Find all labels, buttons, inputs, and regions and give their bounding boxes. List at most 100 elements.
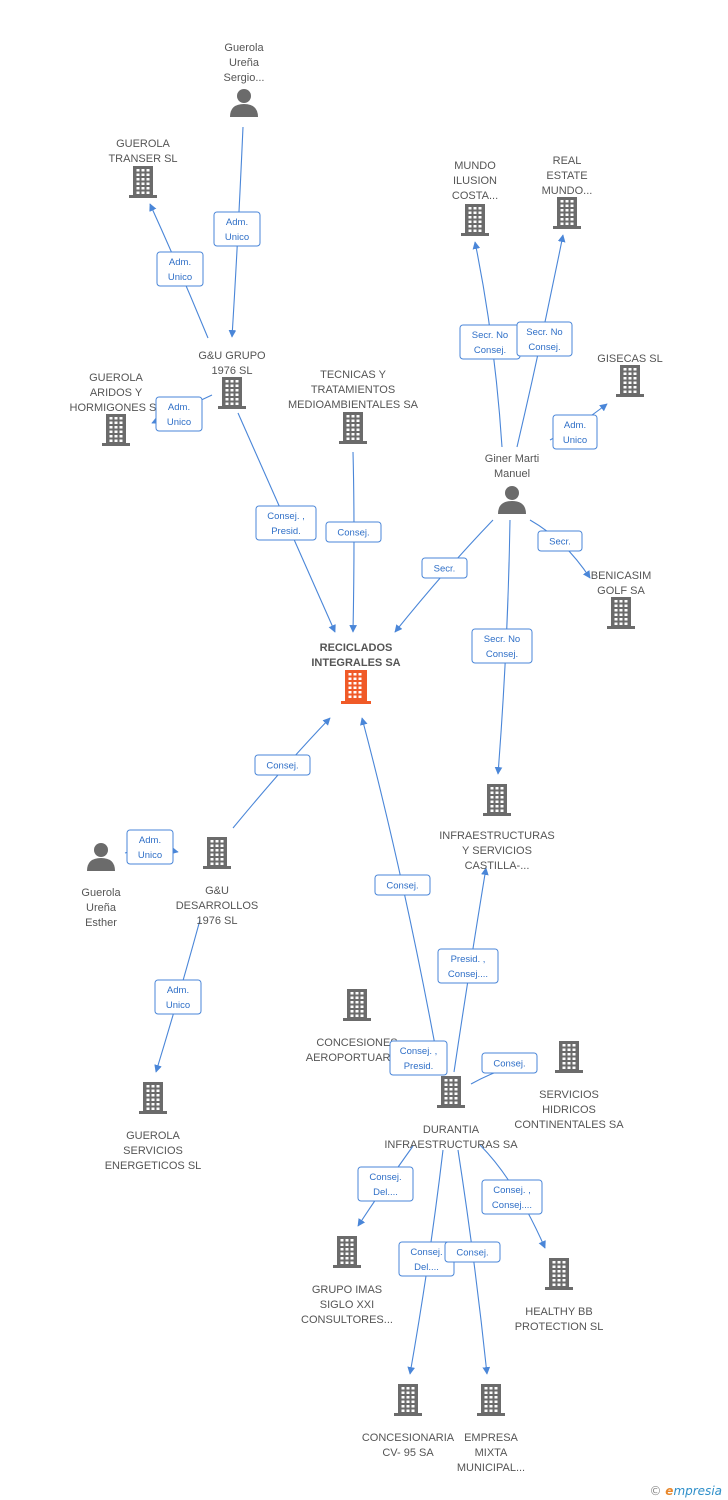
node-gisecas[interactable]: GISECAS SL [597,353,663,397]
node-label: Ureña [86,902,117,914]
edge-label-text: Consej. , [267,511,305,522]
edge-label-text: Consej. [369,1172,401,1183]
edge-label[interactable]: Adm.Unico [126,829,174,865]
edge-label-text: Unico [168,272,192,283]
edge-label-text: Unico [225,232,249,243]
node-label: GOLF SA [597,585,645,597]
edge-label-box [481,1179,543,1215]
edge-label[interactable]: Consej. [325,521,382,543]
node-label: HIDRICOS [542,1104,596,1116]
edge-label-box [471,628,533,664]
node-label: CONCESIONARIA [362,1432,455,1444]
edge-label-box [255,505,317,541]
building-icon [607,597,635,629]
node-benicasim[interactable]: BENICASIM GOLF SA [591,570,652,629]
node-label: ILUSION [453,175,497,187]
edge-label-text: Adm. [167,985,189,996]
edge-label-text: Adm. [564,420,586,431]
edge-label-text: Consej. [266,761,298,772]
edge-label[interactable]: Consej. ,Consej.... [481,1179,543,1215]
edge-label[interactable]: Secr. No Consej. [516,321,573,357]
edge-label-box [389,1040,448,1076]
building-icon [477,1384,505,1416]
node-label: CONTINENTALES SA [514,1119,624,1131]
edge-label[interactable]: Consej. [444,1241,501,1263]
node-label: RECICLADOS [320,642,393,654]
edge-label[interactable]: Consej. Del.... [357,1166,414,1202]
node-mundo-ilusion[interactable]: MUNDOILUSIONCOSTA... [452,160,498,236]
node-label: INFRAESTRUCTURAS SA [384,1139,518,1151]
building-icon [555,1041,583,1073]
edge-label-text: Secr. No [526,327,562,338]
node-label: SIGLO XXI [320,1299,374,1311]
edge-label[interactable]: Adm.Unico [154,979,202,1015]
edge-label-text: Consej. [528,342,560,353]
edge-label-text: Presid. , [451,954,486,965]
edge-label-text: Secr. [434,564,456,575]
edge-label-text: Presid. [404,1061,434,1072]
node-guerola-sergio[interactable]: GuerolaUreñaSergio... [224,42,265,117]
edge-label[interactable]: Consej. ,Presid. [255,505,317,541]
brand-logo-e: e [665,1484,674,1498]
edge-label[interactable]: Consej. , Presid. [389,1040,448,1076]
node-label: TECNICAS Y [320,369,386,381]
edge-label[interactable]: Adm.Unico [213,211,261,247]
edge-label[interactable]: Adm. Unico [552,414,598,450]
building-icon [545,1258,573,1290]
edge-label-text: Consej. , [400,1046,438,1057]
node-label: DURANTIA [423,1124,480,1136]
edge-label[interactable]: Adm.Unico [155,396,203,432]
edge-label[interactable]: Consej. [481,1052,538,1074]
building-icon [102,414,130,446]
edge-label-text: Unico [563,435,587,446]
edge-label[interactable]: Secr. [537,530,583,552]
node-label: Sergio... [224,72,265,84]
building-icon [394,1384,422,1416]
building-icon [616,365,644,397]
building-icon [139,1082,167,1114]
edge-label[interactable]: Presid. ,Consej.... [437,948,499,984]
edge-label-text: Adm. [168,402,190,413]
edge-label-text: Secr. [549,537,571,548]
edge-label[interactable]: Secr. [421,557,468,579]
node-label: SERVICIOS [539,1089,599,1101]
node-label: ENERGETICOS SL [105,1160,202,1172]
edge-label-text: Consej. [410,1247,442,1258]
node-servicios-hidricos[interactable]: SERVICIOS HIDRICOS CONTINENTALES SA [514,1041,624,1131]
node-real-estate[interactable]: REALESTATEMUNDO... [542,155,593,229]
node-label: Esther [85,917,117,929]
node-label: GRUPO IMAS [312,1284,382,1296]
edge-label[interactable]: Consej. [374,874,431,896]
node-label: Giner Marti [485,453,539,465]
node-label: BENICASIM [591,570,652,582]
node-empresa-mixta[interactable]: EMPRESAMIXTAMUNICIPAL... [457,1384,525,1474]
edge-label-box [437,948,499,984]
footer-brand[interactable]: © empresia [649,1484,722,1498]
node-durantia[interactable]: DURANTIA INFRAESTRUCTURAS SA [384,1076,518,1151]
edge-label-box [156,251,204,287]
node-concesionaria[interactable]: CONCESIONARIA CV- 95 SA [362,1384,455,1459]
edge-label[interactable]: Adm.Unico [156,251,204,287]
edge-label-text: Del.... [373,1187,398,1198]
edge-label[interactable]: Consej. [254,754,311,776]
edge-label-box [421,557,468,579]
node-label: INFRAESTRUCTURAS [439,830,555,842]
node-label: CV- 95 SA [382,1447,434,1459]
node-label: HORMIGONES SL [70,402,163,414]
